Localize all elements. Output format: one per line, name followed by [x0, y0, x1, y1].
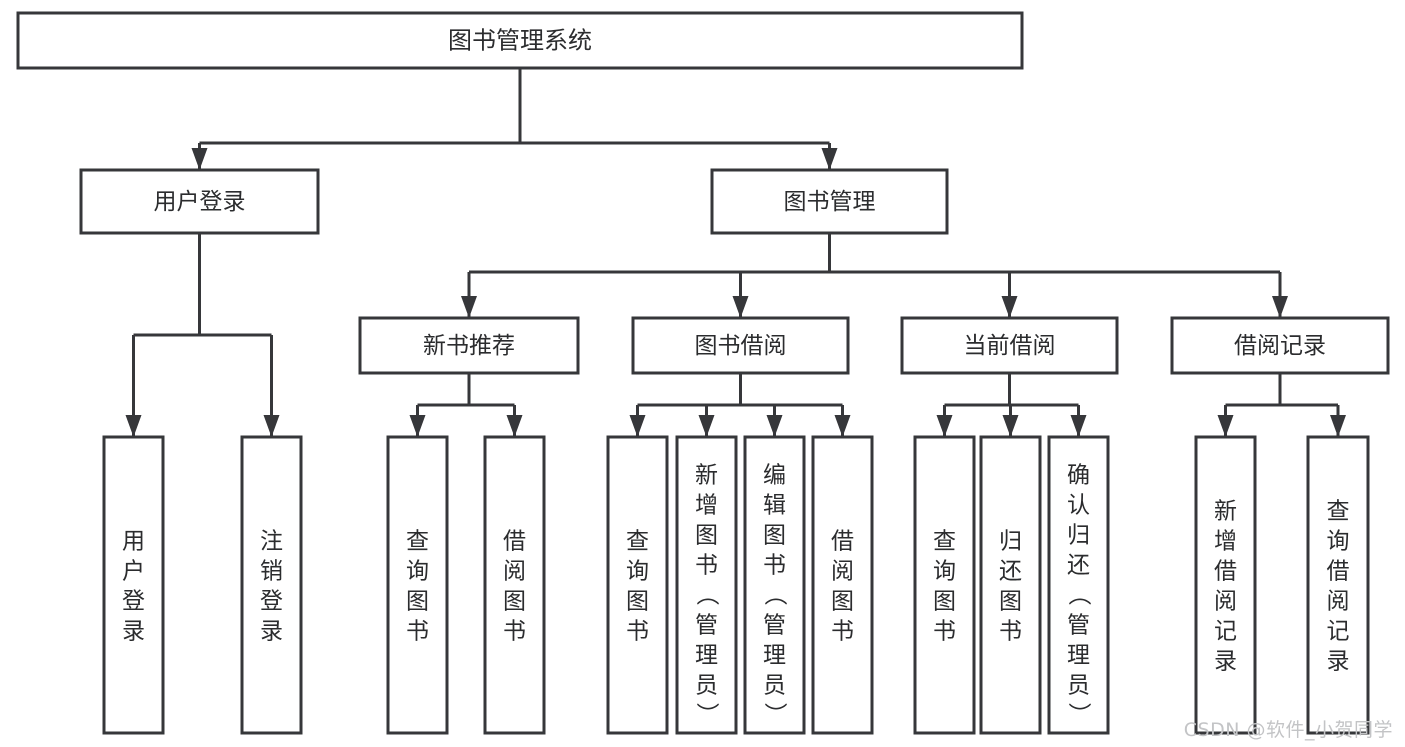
node-box-current-borrow	[900, 316, 1119, 375]
node-query-borrow-record[interactable]: 查询借阅记录	[1306, 435, 1370, 735]
arrow-head-icon	[461, 296, 477, 318]
arrow-head-icon	[834, 415, 851, 437]
arrow-head-icon	[263, 415, 280, 437]
node-box-query-book-1	[386, 435, 449, 735]
arrow-head-icon	[1070, 415, 1087, 437]
node-box-return-book	[979, 435, 1042, 735]
node-box-user-logout	[240, 435, 303, 735]
arrow-head-icon	[732, 296, 749, 318]
arrow-head-icon	[125, 415, 142, 437]
arrow-head-icon	[191, 148, 208, 170]
node-box-edit-book-admin	[743, 435, 806, 735]
node-label-return-book: 归还图书	[999, 528, 1022, 644]
node-query-book-1[interactable]: 查询图书	[386, 435, 449, 735]
node-add-book-admin[interactable]: 新增图书（管理员）	[675, 435, 738, 735]
node-borrow-book-1[interactable]: 借阅图书	[483, 435, 546, 735]
node-label-user-login: 用户登录	[154, 189, 246, 215]
node-label-book-borrow: 图书借阅	[695, 333, 787, 359]
arrow-head-icon	[409, 415, 426, 437]
arrow-head-icon	[1001, 296, 1018, 318]
node-book-manage[interactable]: 图书管理	[710, 168, 949, 235]
node-label-confirm-return-admin: 确认归还（管理员）	[1067, 462, 1092, 728]
node-confirm-return-admin[interactable]: 确认归还（管理员）	[1047, 435, 1110, 735]
node-box-book-borrow	[631, 316, 850, 375]
node-label-edit-book-admin: 编辑图书（管理员）	[763, 462, 788, 728]
node-label-query-book-1: 查询图书	[406, 528, 429, 644]
node-box-borrow-record	[1170, 316, 1390, 375]
arrow-head-icon	[1272, 296, 1288, 318]
node-box-borrow-book-1	[483, 435, 546, 735]
node-box-new-book-recommend	[358, 316, 580, 375]
node-query-book-2[interactable]: 查询图书	[606, 435, 669, 735]
arrow-head-icon	[1330, 415, 1346, 437]
node-label-borrow-book-1: 借阅图书	[503, 528, 526, 644]
node-label-current-borrow: 当前借阅	[964, 333, 1056, 359]
node-label-root: 图书管理系统	[448, 27, 592, 55]
arrow-head-icon	[936, 415, 953, 437]
node-box-query-book-3	[913, 435, 976, 735]
node-query-book-3[interactable]: 查询图书	[913, 435, 976, 735]
node-label-add-book-admin: 新增图书（管理员）	[695, 462, 720, 728]
arrow-head-icon	[766, 415, 783, 437]
node-box-confirm-return-admin	[1047, 435, 1110, 735]
node-user-login-do[interactable]: 用户登录	[102, 435, 165, 735]
node-borrow-record[interactable]: 借阅记录	[1170, 316, 1390, 375]
node-box-borrow-book-2	[811, 435, 874, 735]
node-label-new-book-recommend: 新书推荐	[423, 333, 515, 359]
node-edit-book-admin[interactable]: 编辑图书（管理员）	[743, 435, 806, 735]
node-label-book-manage: 图书管理	[784, 189, 876, 215]
arrow-head-icon	[698, 415, 715, 437]
arrow-head-icon	[821, 148, 838, 170]
node-label-user-logout: 注销登录	[260, 528, 283, 644]
node-add-borrow-record[interactable]: 新增借阅记录	[1194, 435, 1257, 735]
node-box-query-book-2	[606, 435, 669, 735]
arrow-head-icon	[506, 415, 523, 437]
node-box-query-borrow-record	[1306, 435, 1370, 735]
node-label-add-borrow-record: 新增借阅记录	[1214, 498, 1237, 674]
watermark-text: CSDN @软件_小贺同学	[1183, 719, 1393, 741]
arrow-head-icon	[1002, 415, 1019, 437]
node-current-borrow[interactable]: 当前借阅	[900, 316, 1119, 375]
node-borrow-book-2[interactable]: 借阅图书	[811, 435, 874, 735]
node-box-user-login	[79, 168, 320, 235]
node-box-add-book-admin	[675, 435, 738, 735]
node-user-login[interactable]: 用户登录	[79, 168, 320, 235]
node-box-book-manage	[710, 168, 949, 235]
node-label-borrow-book-2: 借阅图书	[831, 528, 854, 644]
node-box-root	[16, 11, 1024, 70]
node-book-borrow[interactable]: 图书借阅	[631, 316, 850, 375]
node-label-query-borrow-record: 查询借阅记录	[1327, 498, 1350, 674]
node-box-user-login-do	[102, 435, 165, 735]
nodes-layer: 图书管理系统用户登录图书管理用户登录注销登录新书推荐查询图书借阅图书图书借阅查询…	[16, 11, 1390, 735]
edges-layer	[125, 68, 1346, 437]
node-root[interactable]: 图书管理系统	[16, 11, 1024, 70]
node-box-add-borrow-record	[1194, 435, 1257, 735]
arrow-head-icon	[1217, 415, 1234, 437]
node-new-book-recommend[interactable]: 新书推荐	[358, 316, 580, 375]
arrow-head-icon	[629, 415, 646, 437]
node-label-user-login-do: 用户登录	[122, 528, 145, 644]
node-return-book[interactable]: 归还图书	[979, 435, 1042, 735]
node-user-logout[interactable]: 注销登录	[240, 435, 303, 735]
node-label-borrow-record: 借阅记录	[1234, 333, 1326, 359]
node-label-query-book-2: 查询图书	[626, 528, 649, 644]
node-label-query-book-3: 查询图书	[933, 528, 956, 644]
